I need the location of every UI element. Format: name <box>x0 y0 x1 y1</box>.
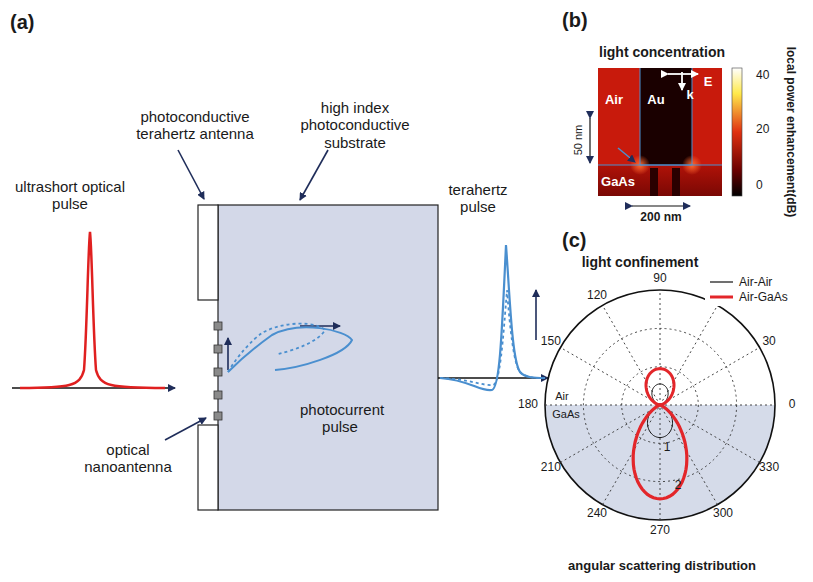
label: 0 <box>789 398 796 412</box>
label: 90 <box>653 272 666 286</box>
terahertz-pulse <box>440 245 545 390</box>
label: 180 <box>518 398 538 412</box>
label: ultrashort optical pulse <box>10 178 130 213</box>
label: 20 <box>756 123 769 137</box>
antenna-electrode <box>198 205 218 300</box>
nanoantenna <box>214 322 222 420</box>
label: 270 <box>650 524 670 538</box>
colorbar <box>732 68 742 196</box>
label: Air <box>555 390 568 403</box>
label: (c) <box>562 229 586 252</box>
label: 40 <box>756 69 769 83</box>
label: Air <box>605 93 623 108</box>
label: 200 nm <box>640 211 681 225</box>
label: 120 <box>587 289 607 303</box>
legend-box: Air-AirAir-GaAs <box>705 272 792 306</box>
legend-text: Air-GaAs <box>739 290 788 304</box>
polar-grid <box>545 290 775 520</box>
scattering-curve <box>633 369 687 499</box>
label: 50 nm <box>572 125 585 156</box>
label: GaAs <box>601 175 635 190</box>
label: 30 <box>762 335 775 349</box>
label: 150 <box>541 335 561 349</box>
dimension-line <box>590 118 690 206</box>
legend-line <box>709 292 735 302</box>
legend-line <box>709 277 735 287</box>
label: 330 <box>759 461 779 475</box>
label: high index photoconductive substrate <box>288 99 423 151</box>
label: angular scattering distribution <box>568 559 756 574</box>
label: optical nanoantenna <box>78 441 178 476</box>
photocurrent-curve <box>228 327 352 372</box>
label: GaAs <box>552 408 580 421</box>
label: 0 <box>756 179 763 193</box>
antenna-electrode <box>198 425 218 510</box>
pointer <box>165 150 536 440</box>
label: E <box>704 75 713 90</box>
label: terahertz pulse <box>438 181 518 216</box>
label: photocurrent pulse <box>300 401 380 436</box>
label: 2 <box>675 479 682 493</box>
label: photoconductive terahertz antenna <box>130 108 260 143</box>
label: 300 <box>713 507 733 521</box>
gaas-half <box>545 405 775 520</box>
label: light confinement <box>582 254 699 270</box>
label: 240 <box>587 507 607 521</box>
label: (a) <box>10 11 34 34</box>
optical-pulse <box>20 232 165 388</box>
legend-text: Air-Air <box>739 275 772 289</box>
label: light concentration <box>599 44 725 60</box>
label: (b) <box>562 9 588 32</box>
label: k <box>686 88 693 103</box>
label: 1 <box>664 441 671 455</box>
label: Au <box>647 93 664 108</box>
label: 210 <box>541 461 561 475</box>
substrate <box>218 205 438 510</box>
field-map <box>598 68 722 196</box>
label: local power enhancement(dB) <box>783 47 797 218</box>
